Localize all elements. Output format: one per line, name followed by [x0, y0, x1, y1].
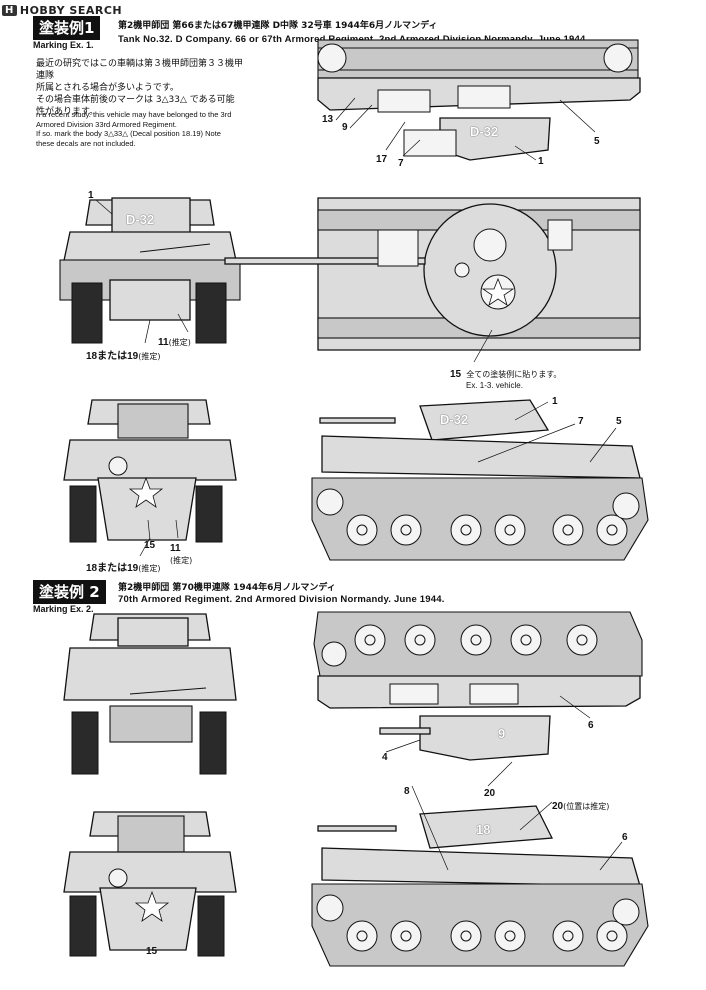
- ex1-rear-view: [63, 399, 237, 543]
- ex1-header-jp: 第2機甲師団 第66または67機甲連隊 D中隊 32号車 1944年6月ノルマン…: [118, 21, 438, 31]
- callout-1a: 1: [538, 156, 544, 167]
- ex2-header-jp: 第2機甲師団 第70機甲連隊 1944年6月ノルマンディ: [118, 583, 336, 593]
- ex2-subtitle: Marking Ex. 2.: [33, 604, 94, 614]
- callout-13: 13: [322, 114, 334, 125]
- logo-badge: H: [2, 4, 17, 16]
- note-jp-line: 性があります。: [36, 107, 99, 117]
- callout-8: 8: [404, 786, 410, 797]
- callout-20a: 20: [484, 788, 496, 799]
- callout-18b-num: 18または19: [86, 563, 139, 574]
- callout-1b: 1: [88, 190, 94, 201]
- white-star-icon: [481, 277, 515, 306]
- ex1-subtitle: Marking Ex. 1.: [33, 40, 94, 50]
- site-logo: H HOBBY SEARCH: [2, 2, 170, 18]
- callout-18a: 18または19(推定): [86, 344, 161, 363]
- note-jp-line: その場合車体前後のマークは 3△33△ である可能: [36, 95, 235, 105]
- ex1-top-upper-view: [317, 39, 641, 161]
- ex1-note-jp: 最近の研究ではこの車輌は第３機甲師団第３３機甲連隊 所属とされる場合が多いようで…: [36, 58, 246, 118]
- callout-15-en: Ex. 1-3. vehicle.: [466, 381, 523, 390]
- callout-7a: 7: [398, 158, 404, 169]
- logo-text: HOBBY SEARCH: [19, 3, 123, 17]
- callout-15-note: 15 全ての塗装例に貼ります。 Ex. 1-3. vehicle.: [450, 362, 561, 390]
- callout-20b: 20(位置は推定): [552, 794, 609, 813]
- leader-lines: [95, 97, 623, 871]
- note-en-line: If so. mark the body 3△33△ (Decal positi…: [36, 129, 221, 138]
- ex2-turret-marking: 9: [498, 726, 506, 741]
- note-jp-line: 最近の研究ではこの車輌は第３機甲師団第３３機甲連隊: [36, 59, 244, 81]
- callout-15-jp: 全ての塗装例に貼ります。: [466, 370, 562, 379]
- callout-5a: 5: [594, 136, 600, 147]
- callout-18a-note: (推定): [138, 352, 161, 361]
- ex2-badge: 塗装例 2: [33, 580, 106, 604]
- ex2-rear-view: [63, 811, 237, 957]
- callout-20b-note: (位置は推定): [563, 802, 610, 811]
- ex2-top-upper-view: [313, 611, 643, 761]
- ex1-turret-marking: D-32: [126, 212, 155, 227]
- note-en-line: these decals are not included.: [36, 138, 136, 148]
- note-jp-line: 所属とされる場合が多いようです。: [36, 83, 179, 93]
- callout-11b: 11 (推定): [170, 536, 192, 566]
- callout-18b: 18または19(推定): [86, 556, 161, 575]
- callout-17: 17: [376, 154, 388, 165]
- ex2-side-view: [311, 805, 649, 967]
- callout-4: 4: [382, 752, 388, 763]
- ex2-side-marking: 18: [476, 822, 491, 837]
- callout-18a-num: 18または19: [86, 351, 139, 362]
- ex2-front-view: [63, 613, 237, 775]
- ex1-side-marking: D-32: [440, 412, 469, 427]
- callout-11a-note: (推定): [168, 338, 191, 347]
- callout-11b-note: (推定): [170, 556, 193, 565]
- note-en-line: Armored Division 33rd Armored Regiment.: [36, 119, 177, 129]
- note-en-line: n a recent study. this vehicle may have …: [36, 110, 232, 119]
- callout-7b: 7: [578, 416, 584, 427]
- ex1-turret-top-marking: D-32: [470, 124, 499, 139]
- callout-5b: 5: [616, 416, 622, 427]
- ex1-front-view: [59, 197, 241, 344]
- callout-20b-num: 20: [552, 801, 564, 812]
- callout-18b-note: (推定): [138, 564, 161, 573]
- callout-6b: 6: [622, 832, 628, 843]
- callout-9: 9: [342, 122, 348, 133]
- ex1-side-view: [311, 399, 649, 561]
- callout-15b: 15: [144, 540, 156, 551]
- ex2-header-en: 70th Armored Regiment. 2nd Armored Divis…: [118, 594, 445, 605]
- callout-15-num: 15: [450, 369, 462, 380]
- white-star-icon: [134, 890, 170, 922]
- ex1-badge: 塗装例1: [33, 16, 101, 40]
- ex1-top-view: [224, 197, 641, 351]
- callout-6a: 6: [588, 720, 594, 731]
- callout-11a-num: 11: [158, 337, 169, 348]
- callout-15c: 15: [146, 946, 158, 957]
- callout-1c: 1: [552, 396, 558, 407]
- callout-11a: 11(推定): [158, 330, 191, 349]
- callout-11b-num: 11: [170, 543, 181, 554]
- ex1-note-en: n a recent study. this vehicle may have …: [36, 110, 296, 148]
- white-star-icon: [128, 476, 164, 508]
